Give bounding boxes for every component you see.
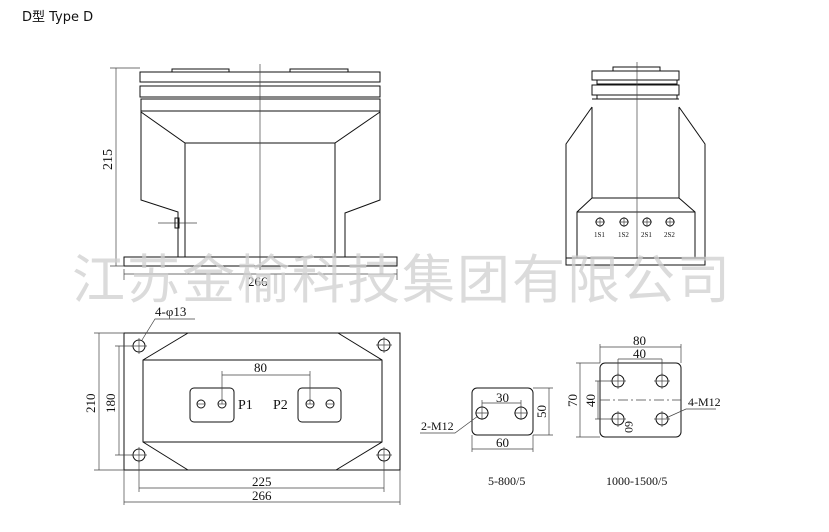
front-view: 215 266	[101, 64, 398, 289]
dim-30: 30	[496, 390, 509, 405]
dim-70: 70	[565, 394, 580, 407]
terminal-2s1: 2S1	[641, 231, 652, 239]
dim-40-horizontal: 40	[633, 346, 646, 361]
dim-60-large: 60	[622, 421, 636, 433]
p2-label: P2	[273, 398, 288, 413]
dim-80-bottom: 80	[254, 360, 267, 375]
holes-label: 4-φ13	[155, 304, 186, 319]
caption-1000-1500: 1000-1500/5	[606, 474, 667, 488]
drawing-title: D型 Type D	[22, 10, 93, 25]
terminal-2s2: 2S2	[664, 231, 675, 239]
small-terminal-plate: 30 50 60 2-M12 5-800/5	[420, 387, 553, 488]
caption-5-800: 5-800/5	[488, 474, 525, 488]
dim-40-vertical: 40	[583, 394, 598, 407]
large-terminal-plate: 80 40 70 40 60 4-M12 1000-1500/5	[565, 333, 721, 488]
terminal-icons	[595, 217, 675, 227]
dim-215: 215	[101, 149, 116, 170]
terminal-1s2: 1S2	[618, 231, 629, 239]
watermark: 江苏金榆科技集团有限公司	[72, 250, 732, 311]
mounting-hole-icons	[131, 337, 392, 463]
bolt-label-4m12: 4-M12	[688, 395, 721, 409]
terminal-1s1: 1S1	[594, 231, 605, 239]
dim-60-small: 60	[496, 435, 509, 450]
bolt-label-2m12: 2-M12	[421, 419, 454, 433]
dim-180: 180	[103, 394, 118, 414]
dim-50: 50	[534, 405, 549, 418]
dim-266-bottom: 266	[252, 488, 272, 503]
dim-225: 225	[252, 474, 272, 489]
bottom-view: P1 P2 80 4-φ13 210 180 225 266	[83, 304, 401, 505]
dim-80-large: 80	[633, 333, 646, 348]
p1-label: P1	[238, 398, 253, 413]
side-view: 1S1 1S2 2S1 2S2	[565, 62, 706, 266]
dim-266-front: 266	[248, 274, 268, 289]
dim-210: 210	[83, 394, 98, 414]
